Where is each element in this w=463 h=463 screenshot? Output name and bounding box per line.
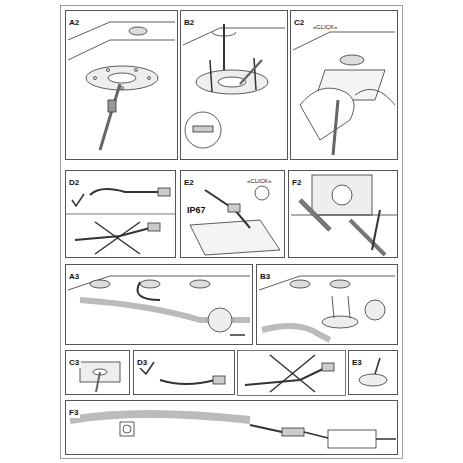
step-label: D3 — [135, 358, 149, 368]
click-scene — [293, 32, 395, 155]
step-label: E3 — [350, 358, 364, 368]
cable-check — [72, 188, 170, 206]
plug-cross — [245, 355, 334, 392]
mounting-scene — [68, 22, 175, 150]
screwing-scene — [183, 24, 285, 148]
cable-cross — [75, 222, 160, 254]
step-label: B3 — [258, 272, 272, 282]
step-label: E2 — [182, 178, 196, 188]
click-note: «CLICK» — [312, 24, 338, 30]
step-label: A3 — [67, 272, 81, 282]
rating-mark: IP67 — [186, 206, 207, 215]
step-panel: F2 — [288, 170, 398, 258]
step-panel: A2 — [65, 10, 178, 160]
step-label: F2 — [290, 178, 303, 188]
step-label: A2 — [67, 18, 81, 28]
step-label: C3 — [67, 358, 81, 368]
power-connection — [70, 414, 396, 448]
step-panel: D2 — [65, 170, 176, 258]
click-note: «CLICK» — [246, 178, 272, 184]
plug-check — [140, 362, 225, 384]
strip-unroll-scene — [68, 276, 250, 335]
step-panel: A3 — [65, 264, 253, 345]
connector-scene — [190, 186, 280, 255]
wrong-panel — [238, 351, 346, 396]
step-label: D2 — [67, 178, 81, 188]
step-panel: C3 — [65, 350, 130, 395]
sealing-scene — [291, 175, 398, 255]
step-panel: D3 — [133, 350, 235, 395]
step-panel: B3 — [256, 264, 398, 345]
step-panel: B2 — [180, 10, 288, 160]
step-panel: C2 — [290, 10, 398, 160]
step-label: C2 — [292, 18, 306, 28]
step-panel: F3 — [65, 400, 398, 455]
step-label: F3 — [67, 408, 80, 418]
cable-insert — [80, 362, 120, 392]
step-label: B2 — [182, 18, 196, 28]
strip-mount-scene — [259, 276, 395, 340]
sheet-frame — [61, 6, 403, 459]
step-panel: E3 — [348, 350, 398, 395]
